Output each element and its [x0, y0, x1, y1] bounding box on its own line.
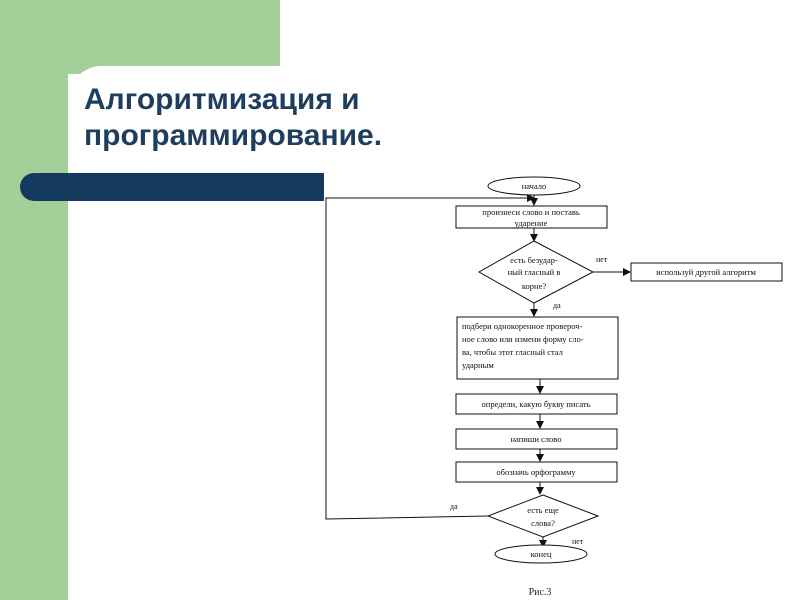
step1-text-line2: ударение	[515, 218, 548, 228]
loop-back-line	[325, 194, 535, 520]
no-label-1: нет	[596, 255, 608, 264]
top-green-block	[0, 0, 280, 74]
step2-text-line1: подбери однокоренное провероч-	[462, 321, 583, 331]
decision2-text-line1: есть еще	[527, 505, 559, 515]
rounded-corner	[68, 66, 328, 186]
end-text: конец	[531, 549, 552, 559]
title-line-2: программирование.	[84, 119, 383, 152]
step1-box	[455, 205, 608, 229]
step2-text-line2: ное слово или измени форму сло-	[462, 334, 584, 344]
decision1-text-line2: ный гласный в	[508, 267, 561, 277]
step5-box	[455, 461, 618, 483]
slide-title: Алгоритмизация и программирование.	[84, 82, 382, 154]
step5-text: обозначь орфограмму	[496, 467, 576, 477]
alt-action-text: используй другой алгоритм	[656, 267, 756, 277]
step1-text-line1: произнеси слово и поставь	[482, 207, 580, 217]
left-green-band	[0, 0, 68, 600]
start-text: начало	[522, 181, 547, 191]
decision2-diamond	[486, 494, 600, 538]
title-line-1: Алгоритмизация и	[84, 83, 360, 116]
yes-label-2: да	[450, 502, 458, 511]
yes-label-1: да	[553, 301, 561, 310]
step4-box	[455, 428, 618, 450]
alt-action-box	[630, 262, 783, 282]
step3-box	[455, 393, 618, 415]
no-label-2: нет	[572, 537, 584, 546]
decision1-text-line3: корне?	[522, 281, 547, 291]
step3-text: определи, какую букву писать	[482, 399, 591, 409]
decision1-text-line1: есть безудар-	[510, 255, 558, 265]
step2-box	[456, 316, 619, 380]
figure-caption: Рис.3	[529, 587, 552, 598]
step2-text-line3: ва, чтобы этот гласный стал	[462, 347, 564, 357]
step2-text-line4: ударным	[462, 360, 494, 370]
decision2-text-line2: слова?	[531, 518, 555, 528]
step4-text: напиши слово	[511, 434, 562, 444]
end-terminal	[494, 544, 588, 564]
title-underline-bar	[20, 173, 324, 201]
